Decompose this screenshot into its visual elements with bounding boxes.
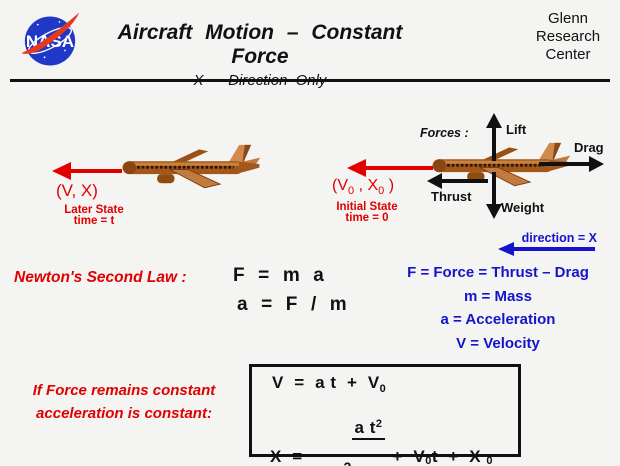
equations-box: V = a t + V0 X = a t2 2 + V0t + X 0: [249, 364, 521, 466]
org-line: Glenn: [547, 10, 589, 27]
lift-arrow: [486, 113, 502, 161]
initial-velocity-arrow: [347, 159, 433, 177]
later-state-label: Later State time = t: [64, 204, 124, 227]
header-divider: [10, 79, 610, 82]
thrust-label: Thrust: [431, 189, 472, 204]
airplane-later-icon: [117, 142, 263, 197]
thrust-arrow: [427, 173, 488, 189]
definition-velocity: V = Velocity: [456, 334, 540, 352]
velocity-equation: V = a t + V0: [272, 373, 387, 395]
initial-state-coords: (V0 , X0 ): [332, 177, 395, 197]
org-line: Center: [545, 46, 591, 63]
position-equation: X = a t2 2 + V0t + X 0: [270, 398, 493, 466]
newton-law-label: Newton's Second Law :: [14, 269, 187, 286]
org-name: Glenn Research Center: [522, 10, 614, 64]
initial-state-label: Initial State time = 0: [336, 201, 398, 224]
newton-eq-afm: a = F / m: [237, 294, 348, 315]
condition-text: If Force remains constant acceleration i…: [32, 382, 216, 422]
definition-force: F = Force = Thrust – Drag: [407, 264, 589, 281]
definition-acceleration: a = Acceleration: [440, 311, 556, 328]
fraction: a t2 2: [310, 398, 386, 466]
org-line: Research: [535, 28, 601, 45]
direction-arrow: [498, 242, 595, 256]
variable-definitions: F = Force = Thrust – Drag m = Mass a = A…: [378, 261, 618, 355]
direction-label: direction = X: [521, 231, 597, 245]
nasa-logo-icon: NASA: [21, 12, 80, 66]
drag-label: Drag: [574, 140, 604, 155]
later-state-coords: (V, X): [56, 181, 98, 200]
forces-label: Forces :: [420, 126, 469, 140]
weight-label: Weight: [501, 200, 545, 215]
lift-label: Lift: [506, 122, 527, 137]
page-title: Aircraft Motion – Constant Force: [117, 21, 403, 68]
weight-arrow: [486, 172, 502, 219]
newton-eq-fma: F = m a: [233, 265, 325, 286]
later-velocity-arrow: [52, 162, 122, 180]
drag-arrow: [539, 156, 604, 172]
definition-mass: m = Mass: [464, 287, 532, 305]
